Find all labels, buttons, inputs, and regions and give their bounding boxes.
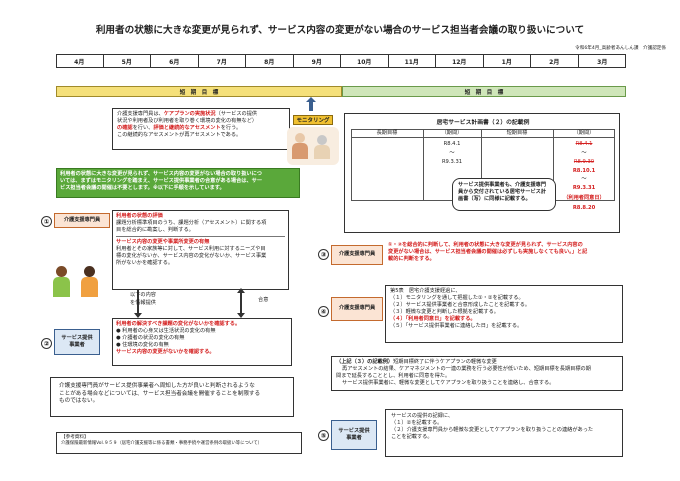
- monitoring-illustration: [287, 127, 339, 165]
- reference-box: 【参考資料】 介護保険最新情報Vol.９５９（居宅介護支援等に係る書類・事務手続…: [56, 432, 302, 454]
- intro-box: 介護支援専門員は、ケアプランの実施状況（サービスの提供 状況や利用者及び利用者を…: [112, 108, 290, 150]
- arrow-head: [306, 97, 316, 102]
- period-end: R9.3.31: [441, 159, 463, 165]
- step-5-detail: サービスの提供の記録に、 （１）②を記載する。 （２）介護支援専門員から軽微な変…: [385, 409, 623, 457]
- agree-label: 合意: [258, 297, 269, 303]
- plan-col-line: [481, 129, 482, 201]
- arrow-to-monitoring: [309, 99, 313, 111]
- month-cell: 4月: [56, 54, 104, 68]
- plan-note-bubble: サービス提供事業者も、介護支援専門 員から交付されている居宅サービス計 画書（写…: [452, 178, 556, 211]
- step-5-role: サービス提供 事業者: [331, 420, 377, 450]
- bottom-note-box: 介護支援専門員がサービス提供事業者へ周知した方が良いと判断されるような ことがあ…: [50, 377, 294, 417]
- page-title: 利用者の状態に大きな変更が見られず、サービス内容の変更がない場合のサービス担当者…: [95, 25, 585, 36]
- info-arrow: [137, 290, 139, 316]
- short-tilde-1: ～: [581, 150, 587, 156]
- agree-arrow-head-up: [237, 288, 245, 293]
- step-1-number: ①: [41, 216, 52, 227]
- month-cell: 10月: [341, 54, 389, 68]
- short-agreed-label: （利用者同意日）: [563, 195, 605, 201]
- month-cell: 5月: [104, 54, 151, 68]
- step-4-example: （上記（３）の記載例）短期目標終了に伴うケアプランの軽微な変更 再アセスメントの…: [331, 356, 623, 391]
- plan-example-box: 居宅サービス計画書（２）の記載例 長期目標 （期間） 短期目標 （期間） R8.…: [344, 113, 620, 233]
- short-end-new: R9.3.31: [572, 185, 596, 191]
- month-header: [56, 54, 626, 68]
- info-label-a: 以下の内容: [130, 292, 156, 298]
- step-3-number: ③: [318, 249, 329, 260]
- plan-col-line: [423, 129, 424, 201]
- step-4-detail: 第5表 居宅介護支援経過に、 （１）モニタリングを通して把握した①・②を記載する…: [385, 285, 623, 343]
- step-1-role: 介護支援専門員: [54, 213, 110, 228]
- short-tilde-2: ～: [581, 176, 587, 182]
- green-policy-box: 利用者の状態に大きな変更が見られず、サービス内容の変更がない場合の取り扱いにつ …: [56, 168, 300, 198]
- info-label-b: を情報提供: [130, 300, 156, 306]
- agree-arrow: [240, 290, 242, 316]
- month-cell: 8月: [246, 54, 294, 68]
- period-band-first: 短 期 目 標: [56, 86, 342, 97]
- col-long: 長期目標: [376, 130, 398, 136]
- step-1-detail: 利用者の状態の評価 課題分析標準項目のうち、課題分析（アセスメント）に関する項 …: [112, 210, 289, 290]
- short-start-old: R8.4.1: [575, 141, 593, 147]
- step-4-number: ④: [318, 306, 329, 317]
- step-4-role: 介護支援専門員: [331, 297, 383, 321]
- period-band-second: 短 期 目 標: [342, 86, 626, 97]
- month-cell: 2月: [531, 54, 579, 68]
- author-line: 令和6年4月_高齢者あんしん課 介護認定係: [575, 46, 666, 51]
- step-2-detail: 利用者の解決すべき課題の変化がないかを確認する。 ● 利用者の心身又は生活状況の…: [112, 318, 292, 366]
- plan-header-line: [351, 137, 615, 138]
- month-cell: 9月: [294, 54, 341, 68]
- info-arrow-head: [134, 313, 142, 318]
- month-cell: 7月: [199, 54, 246, 68]
- short-agreed-date: R8.8.20: [572, 205, 596, 211]
- month-cell: 12月: [436, 54, 484, 68]
- short-start-new: R8.10.1: [572, 168, 596, 174]
- people-illustration: [50, 262, 108, 302]
- month-cell: 11月: [389, 54, 436, 68]
- plan-heading: 居宅サービス計画書（２）の記載例: [436, 120, 530, 126]
- month-cell: 1月: [484, 54, 531, 68]
- month-cell: 3月: [597, 58, 608, 66]
- period-tilde: ～: [449, 150, 455, 156]
- col-period: （期間）: [441, 130, 463, 136]
- short-end-old: R8.9.30: [573, 159, 595, 165]
- step-3-role: 介護支援専門員: [331, 245, 383, 265]
- agree-arrow-head-down: [237, 313, 245, 318]
- plan-col-line: [553, 129, 554, 201]
- period-start: R8.4.1: [443, 141, 461, 147]
- month-cell: 6月: [151, 54, 199, 68]
- step-2-number: ②: [41, 338, 52, 349]
- step-3-text: ①・②を総合的に判断して、利用者の状態に大きな変更が見られず、サービス内容の 変…: [388, 242, 588, 263]
- monitoring-label: モニタリング: [293, 115, 333, 125]
- col-short: 短期目標: [506, 130, 528, 136]
- col-period-2: （期間）: [573, 130, 595, 136]
- step-5-number: ⑤: [318, 430, 329, 441]
- step-2-role: サービス提供 事業者: [54, 329, 100, 355]
